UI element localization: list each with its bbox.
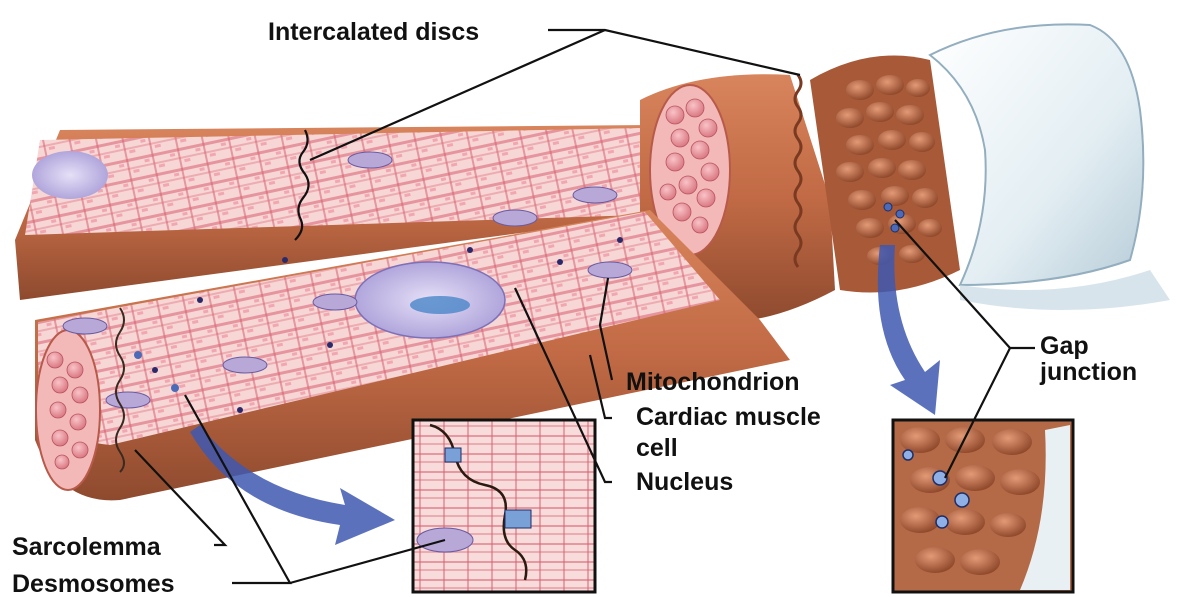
label-nucleus: Nucleus	[636, 468, 733, 496]
label-cardiac-muscle-cell-line1: Cardiac muscle	[636, 403, 821, 431]
label-desmosomes: Desmosomes	[12, 570, 175, 597]
label-mitochondrion: Mitochondrion	[626, 368, 800, 396]
sarcolemma-sleeve	[930, 24, 1170, 310]
label-gap-junction-line2: junction	[1039, 358, 1137, 386]
desmosome-inset	[413, 420, 595, 592]
label-gap-junction-line1: Gap	[1040, 332, 1089, 360]
label-cardiac-muscle-cell-line2: cell	[636, 434, 678, 462]
gap-junction-inset	[893, 420, 1073, 592]
label-intercalated-discs: Intercalated discs	[268, 18, 479, 46]
label-sarcolemma: Sarcolemma	[12, 533, 162, 561]
nucleus-upper-fiber	[32, 151, 108, 199]
